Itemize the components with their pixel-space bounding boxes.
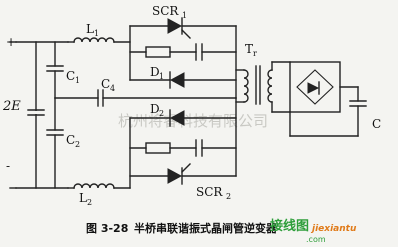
supply-label: 2E [2,99,21,114]
figure-title: 半桥串联谐振式晶闸管逆变器 [134,221,278,235]
lower-switch-block [129,97,237,189]
snubber-lower [145,139,203,157]
capacitor-c4 [54,89,237,107]
site-logo: 接线图 jiexiantu .com [270,218,357,244]
capacitor-c1 [46,41,64,99]
logo-text: 接线图 [270,218,309,234]
diode-d1 [169,71,185,89]
capacitor-c2 [46,97,64,189]
scr2-subscript: 2 [226,192,231,201]
capacitor-bus [27,109,45,116]
logo-site: jiexiantu [310,224,357,234]
l1-subscript: 1 [94,29,99,38]
logo-domain: .com [306,235,326,244]
scr1-label: SCR [152,4,179,18]
inductor-l2 [67,183,131,189]
c1-subscript: 1 [75,76,80,85]
scr1-thyristor [167,17,191,39]
l1-label: L [86,22,94,36]
l2-subscript: 2 [87,198,92,207]
d2-subscript: 2 [159,109,164,118]
output-cap-label: C [372,117,381,131]
c2-label: C [66,133,75,147]
diode-d2 [169,109,185,127]
upper-switch-block [129,25,237,99]
c4-label: C [101,77,110,91]
l2-label: L [79,191,87,205]
c2-subscript: 2 [75,140,80,149]
scr1-subscript: 1 [182,11,187,20]
inductor-l1 [67,37,131,43]
d1-subscript: 1 [159,72,164,81]
transformer-subscript: r [253,49,257,58]
output-filter [289,86,367,137]
plus-sign: + [6,35,16,49]
scr2-label: SCR [196,185,223,199]
figure-number: 图 3-28 [86,222,128,235]
watermark: 杭州将睿科技有限公司 [118,112,268,130]
bridge-rectifier [271,61,341,113]
d1-label: D [150,65,160,79]
minus-sign: - [6,159,10,173]
transformer-tr [235,61,273,113]
snubber-upper [145,43,203,61]
transformer-label: T [245,42,253,56]
c1-label: C [66,69,75,83]
scr2-thyristor [167,163,191,185]
c4-subscript: 4 [110,84,115,93]
d2-label: D [150,102,160,116]
